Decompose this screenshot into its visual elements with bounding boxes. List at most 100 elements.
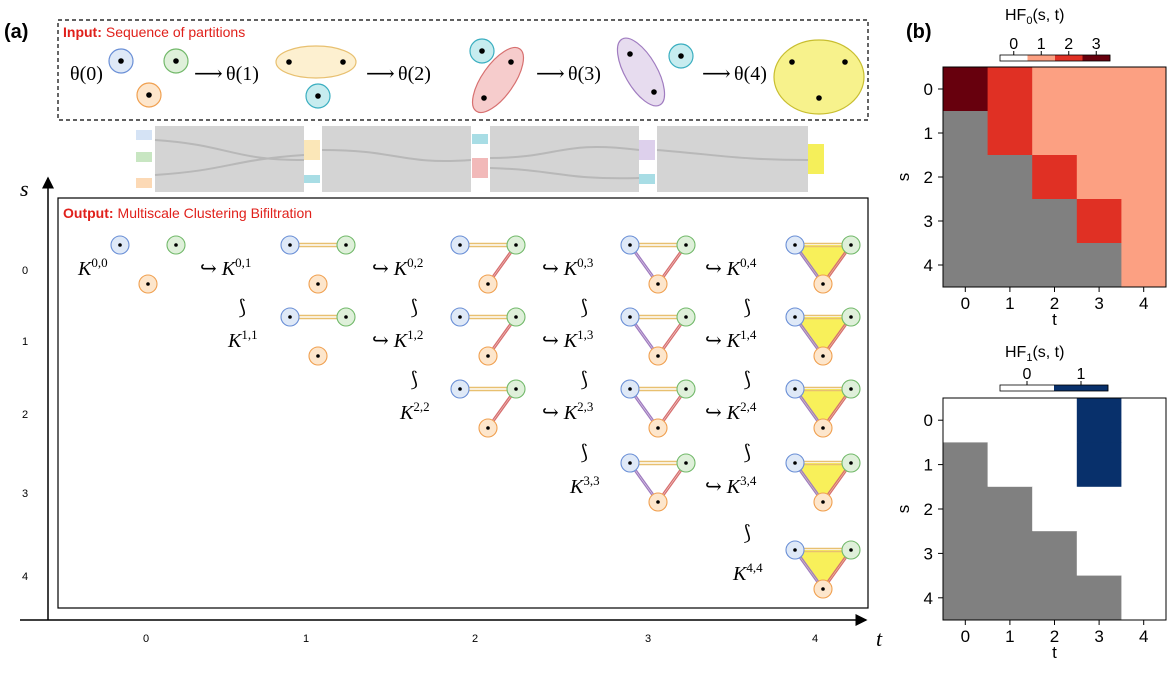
heatmap-cell: [1121, 243, 1167, 288]
complex-glyph: [785, 235, 861, 294]
complex-glyph: [280, 235, 356, 294]
inclusion-arrow: ⟆: [580, 369, 588, 391]
x-tick-label: 2: [1050, 294, 1059, 313]
heatmap-cell: [1076, 199, 1122, 244]
heatmap-cell: [987, 243, 1033, 288]
complex-label: K0,0: [77, 255, 108, 280]
heatmap-cell: [1032, 243, 1078, 288]
heatmap-cell: [987, 575, 1033, 621]
heatmap-cell: [1032, 442, 1078, 488]
inclusion-arrow: ⟆: [410, 297, 418, 319]
heatmap-cell: [1121, 111, 1167, 156]
heatmap-cell: [987, 442, 1033, 488]
complex-glyph: [620, 307, 696, 366]
heatmap-cell: [987, 199, 1033, 244]
axis-s-label: s: [20, 176, 29, 201]
heatmap-cell: [1076, 531, 1122, 577]
heatmap-cell: [1076, 486, 1122, 532]
heatmap-cell: [1121, 531, 1167, 577]
heatmap-cell: [943, 67, 989, 112]
theta-1: θ(1): [226, 63, 259, 85]
complex-glyph: [450, 235, 526, 294]
input-title: Input:Sequence of partitions: [63, 24, 245, 40]
panel-a-label: (a): [4, 21, 28, 43]
heatmap-cell: [987, 398, 1033, 443]
y-tick-label: 0: [924, 411, 933, 430]
x-tick-label: 1: [1005, 627, 1014, 646]
seq-arrow: ⟶: [702, 63, 731, 85]
inclusion-arrow: ⟆: [410, 369, 418, 391]
y-axis-label: s: [894, 505, 913, 514]
theta-2: θ(2): [398, 63, 431, 85]
seq-arrow: ⟶: [194, 63, 223, 85]
complex-glyph: [280, 307, 356, 366]
heatmap-cell: [1121, 486, 1167, 532]
partition-sequence: θ(0) ⟶ θ(1) ⟶ θ(2) ⟶ θ(3) ⟶ θ(4): [70, 37, 865, 115]
colorbar-segment: [1054, 385, 1109, 391]
y-tick-label: 3: [924, 544, 933, 563]
colorbar-segment: [1000, 55, 1028, 61]
complex-label: ↪ K1,2: [372, 327, 423, 352]
colorbar-segment: [1027, 55, 1056, 61]
theta-3: θ(3): [568, 63, 601, 85]
complex-glyph: [785, 379, 861, 438]
complex-label: ↪ K1,4: [705, 327, 757, 352]
heatmap-cell: [943, 486, 989, 532]
inclusion-arrow: ⟆: [743, 523, 751, 545]
inclusion-arrow: ⟆: [743, 442, 751, 464]
y-tick-label: 1: [924, 456, 933, 475]
colorbar-tick: 2: [1064, 36, 1073, 53]
heatmap-cell: [1076, 243, 1122, 288]
t-tick-0: 0: [143, 633, 149, 645]
theta-4: θ(4): [734, 63, 767, 85]
t-tick-2: 2: [472, 633, 478, 645]
triangle-face: [795, 550, 851, 589]
heatmap-cell: [943, 531, 989, 577]
complex-label: ↪ K1,3: [542, 327, 593, 352]
heatmap-cell: [1032, 531, 1078, 577]
s-ticks: 0 1 2 3 4: [22, 265, 28, 583]
complex-label: ↪ K0,1: [200, 255, 251, 280]
complex-label: K2,2: [399, 399, 430, 424]
x-tick-label: 3: [1094, 627, 1103, 646]
y-tick-label: 2: [924, 500, 933, 519]
x-tick-label: 0: [961, 294, 970, 313]
heatmap-cell: [1032, 398, 1078, 443]
x-tick-label: 4: [1139, 627, 1148, 646]
heatmap-cell: [1076, 442, 1122, 488]
heatmap-cell: [1076, 398, 1122, 443]
heatmap-cell: [1121, 575, 1167, 621]
cluster-yellow-pair: [275, 45, 357, 79]
colorbar-tick: 3: [1092, 36, 1101, 53]
complex-label: ↪ K2,4: [705, 399, 757, 424]
x-tick-label: 2: [1050, 627, 1059, 646]
heatmap-cell: [987, 155, 1033, 200]
y-axis-label: s: [894, 173, 913, 182]
heatmap-cell: [1032, 199, 1078, 244]
t-tick-3: 3: [645, 633, 651, 645]
heatmap-cell: [943, 243, 989, 288]
complex-label: K3,3: [569, 473, 600, 498]
inclusion-arrow: ⟆: [580, 442, 588, 464]
output-title: Output:Multiscale Clustering Bifiltratio…: [63, 205, 312, 221]
y-tick-label: 2: [924, 168, 933, 187]
y-tick-label: 0: [924, 80, 933, 99]
x-tick-label: 1: [1005, 294, 1014, 313]
heatmap-cell: [1032, 67, 1078, 112]
complex-glyph: [785, 540, 861, 599]
inclusion-arrow: ⟆: [743, 297, 751, 319]
complex-glyph: [110, 235, 186, 294]
complex-label: ↪ K0,4: [705, 255, 757, 280]
heatmap-cell: [943, 442, 989, 488]
complex-label: ↪ K3,4: [705, 473, 757, 498]
x-tick-label: 0: [961, 627, 970, 646]
complex-label: ↪ K2,3: [542, 399, 593, 424]
heatmap-cell: [1121, 155, 1167, 200]
inclusion-arrow: ⟆: [580, 297, 588, 319]
seq-arrow: ⟶: [366, 63, 395, 85]
heatmap-cell: [1076, 155, 1122, 200]
x-tick-label: 3: [1094, 294, 1103, 313]
